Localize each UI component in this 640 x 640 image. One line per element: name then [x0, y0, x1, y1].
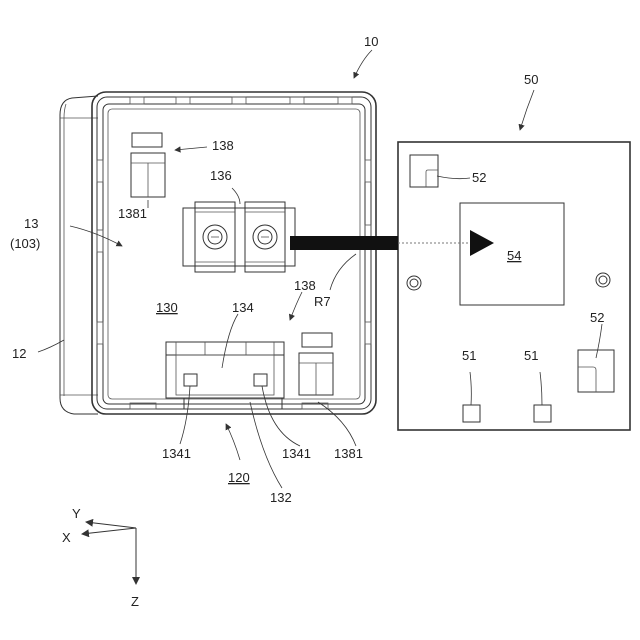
terminal-block: [183, 202, 295, 272]
label-138-bottom: 138: [294, 278, 316, 293]
label-12: 12: [12, 346, 26, 361]
axis-label-z: Z: [131, 594, 139, 609]
label-10: 10: [364, 34, 378, 49]
label-136: 136: [210, 168, 232, 183]
label-1381-top: 1381: [118, 206, 147, 221]
label-132: 132: [270, 490, 292, 505]
axis-indicator: Y X Z: [62, 506, 139, 609]
axis-label-y: Y: [72, 506, 81, 521]
label-13: 13: [24, 216, 38, 231]
label-52-bottom: 52: [590, 310, 604, 325]
magnet-part-top: [131, 133, 165, 197]
label-120: 120: [228, 470, 250, 485]
label-103: (103): [10, 236, 40, 251]
label-134: 134: [232, 300, 254, 315]
label-r7: R7: [314, 294, 331, 309]
label-130: 130: [156, 300, 178, 315]
reference-numerals: 10 50 138 1381 136 13 (103) 52 54 R7 138…: [10, 34, 604, 505]
label-1341-right: 1341: [282, 446, 311, 461]
label-51-right: 51: [524, 348, 538, 363]
label-54: 54: [507, 248, 521, 263]
magnet-part-bottom: [299, 333, 333, 395]
label-1341-left: 1341: [162, 446, 191, 461]
leader-lines: [38, 50, 602, 488]
r7-arrow: [290, 230, 494, 256]
label-50: 50: [524, 72, 538, 87]
label-51-left: 51: [462, 348, 476, 363]
label-138-top: 138: [212, 138, 234, 153]
label-52-top: 52: [472, 170, 486, 185]
label-1381-bottom: 1381: [334, 446, 363, 461]
mounting-plate: [398, 142, 630, 430]
axis-label-x: X: [62, 530, 71, 545]
